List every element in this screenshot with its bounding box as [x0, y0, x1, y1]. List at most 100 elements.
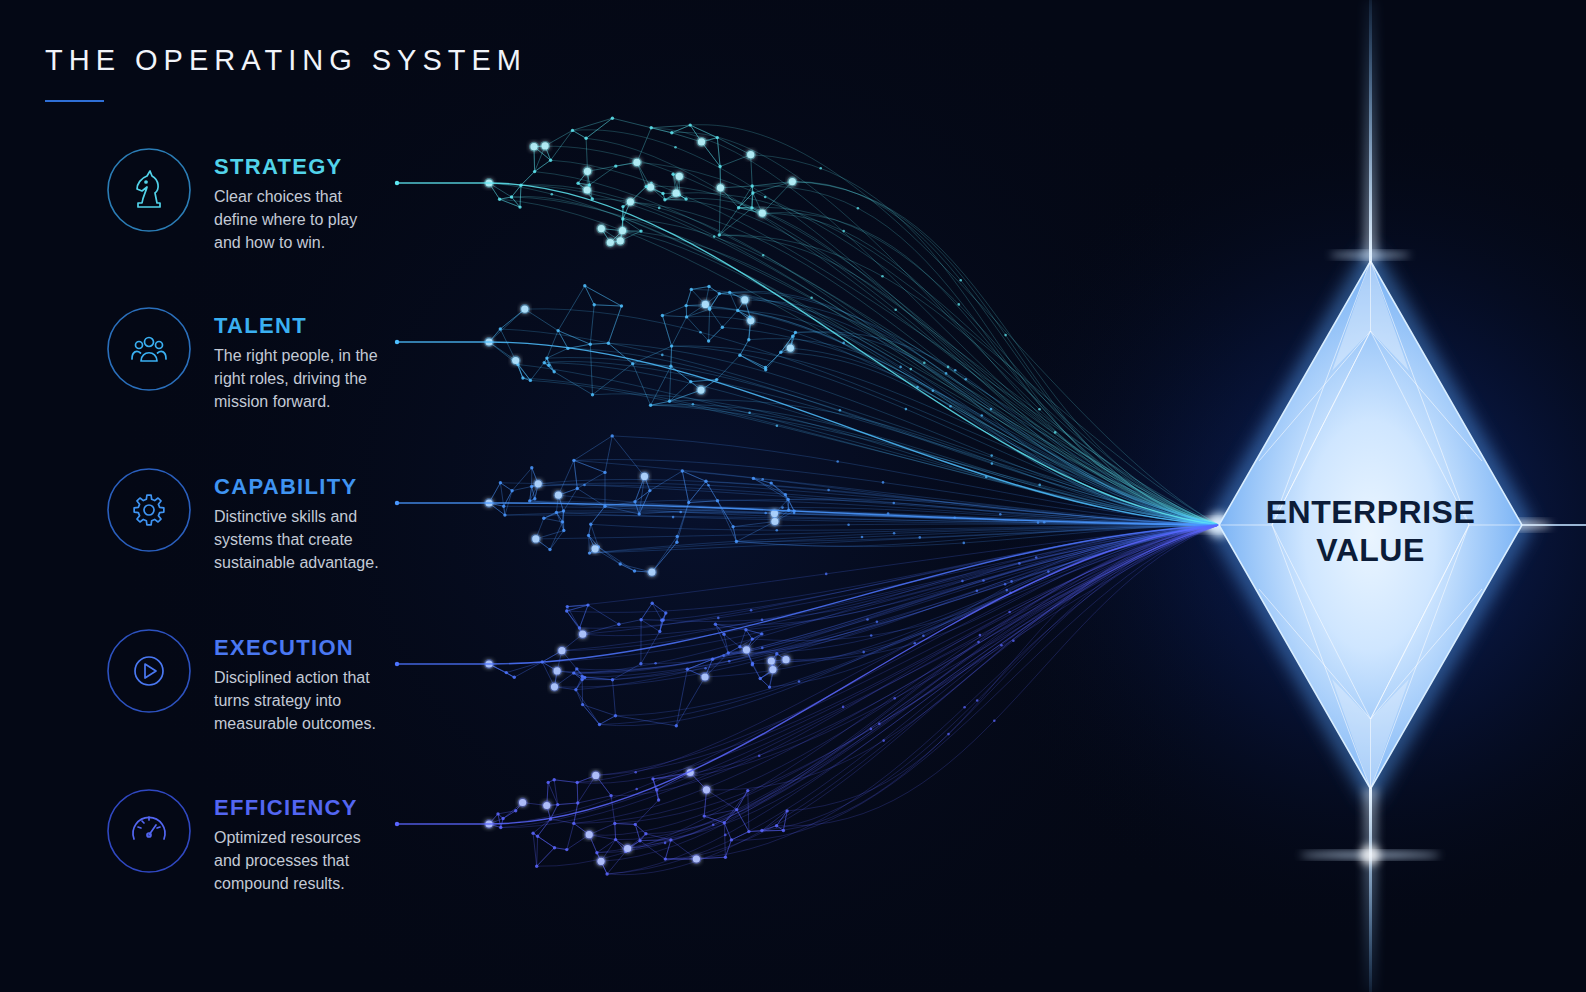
- pillar-heading: TALENT: [214, 313, 395, 339]
- flow-particle: [878, 723, 881, 726]
- network-dot: [794, 331, 797, 334]
- diamond-halo: [1219, 261, 1522, 789]
- flow-particle: [699, 331, 702, 334]
- pillar-heading: EFFICIENCY: [214, 795, 395, 821]
- flow-particle: [674, 146, 677, 149]
- network-dot-halo: [518, 798, 528, 808]
- flow-particle: [1010, 580, 1013, 583]
- flow-particle: [1000, 644, 1003, 647]
- network-dot: [735, 808, 738, 811]
- network-dot: [589, 343, 592, 346]
- network-dot: [645, 185, 648, 188]
- flow-strands: [489, 525, 1219, 875]
- network-dot: [782, 829, 785, 832]
- pillar-item: EXECUTIONDisciplined action that turns s…: [105, 635, 395, 735]
- network-dot-halo: [746, 316, 756, 326]
- pillar-item: EFFICIENCYOptimized resources and proces…: [105, 795, 395, 895]
- pillar-description: Distinctive skills and systems that crea…: [214, 505, 386, 574]
- network-dot: [499, 481, 502, 484]
- flow-particle: [959, 279, 962, 282]
- flow-particle: [861, 536, 864, 539]
- play-icon: [145, 664, 156, 678]
- network-dot: [707, 285, 710, 288]
- flow-particle: [899, 366, 902, 369]
- network-dot: [586, 603, 589, 606]
- network-dot-halo: [746, 150, 756, 160]
- network-dot: [547, 364, 550, 367]
- network-dot: [657, 798, 660, 801]
- network-dot: [675, 541, 678, 544]
- network-clusters: [484, 117, 1219, 876]
- network-dot-halo: [531, 534, 541, 544]
- network-dot: [603, 471, 606, 474]
- knight-eye: [145, 181, 147, 183]
- network-dot: [531, 832, 534, 835]
- network-dot: [751, 637, 754, 640]
- flow-particle: [761, 619, 764, 622]
- network-dot: [716, 499, 719, 502]
- flow-particle: [932, 390, 935, 393]
- network-dot: [791, 335, 794, 338]
- flow-particle: [857, 207, 860, 210]
- flow-particle: [842, 706, 845, 709]
- network-dot: [555, 511, 558, 514]
- pillar-description: Clear choices that define where to play …: [214, 185, 386, 254]
- network-dot: [502, 505, 505, 508]
- network-dot-halo: [716, 183, 726, 193]
- network-dot: [779, 351, 782, 354]
- flow-particle: [798, 680, 801, 683]
- network-dot-halo: [618, 226, 628, 236]
- flare: [1330, 252, 1410, 258]
- flow-particle: [991, 462, 994, 465]
- network-dot: [545, 356, 548, 359]
- network-dot: [514, 809, 517, 812]
- network-dot: [565, 609, 568, 612]
- leader-dot: [395, 662, 399, 666]
- network-dot: [553, 846, 556, 849]
- network-dot: [614, 714, 617, 717]
- flow-particle: [679, 511, 682, 514]
- flow-particle: [905, 408, 908, 411]
- network-dot: [566, 605, 569, 608]
- pillar-heading: CAPABILITY: [214, 474, 395, 500]
- facet-light: [1332, 679, 1409, 789]
- flow-particle: [654, 662, 657, 665]
- network-dot-halo: [583, 166, 593, 176]
- flow-particle: [882, 481, 885, 484]
- network-dot: [784, 493, 787, 496]
- flow-particle: [1008, 611, 1011, 614]
- network-dot: [768, 685, 771, 688]
- network-dot: [611, 678, 614, 681]
- network-dot-halo: [550, 682, 560, 692]
- flow-particle: [722, 654, 725, 657]
- flow-particle: [707, 484, 710, 487]
- network-dot: [588, 551, 591, 554]
- flow-particle: [1037, 521, 1040, 524]
- people-icon: [145, 338, 154, 347]
- network-dot-halo: [578, 629, 588, 639]
- pillar-icon: [105, 146, 193, 234]
- cluster-links: [489, 773, 787, 875]
- network-dot: [587, 534, 590, 537]
- network-dot-halo: [529, 142, 539, 152]
- flow-particle: [1004, 334, 1007, 337]
- network-dot: [498, 198, 501, 201]
- network-dot: [609, 794, 612, 797]
- gauge-icon: [147, 833, 151, 837]
- flow-particle: [758, 754, 761, 757]
- network-dot: [684, 197, 687, 200]
- network-dot: [533, 170, 536, 173]
- icon-glyph: [135, 657, 163, 685]
- network-dot: [721, 326, 724, 329]
- pillar-icon: [105, 305, 193, 393]
- network-dot: [689, 123, 692, 126]
- network-dot: [576, 801, 579, 804]
- diamond-facets: [1219, 261, 1522, 789]
- flow-particle: [764, 512, 767, 515]
- pillar-icon: [105, 787, 193, 875]
- network-dot: [651, 602, 654, 605]
- network-dot-halo: [540, 141, 550, 151]
- flow-line: [395, 503, 1219, 525]
- flow-particle: [634, 771, 637, 774]
